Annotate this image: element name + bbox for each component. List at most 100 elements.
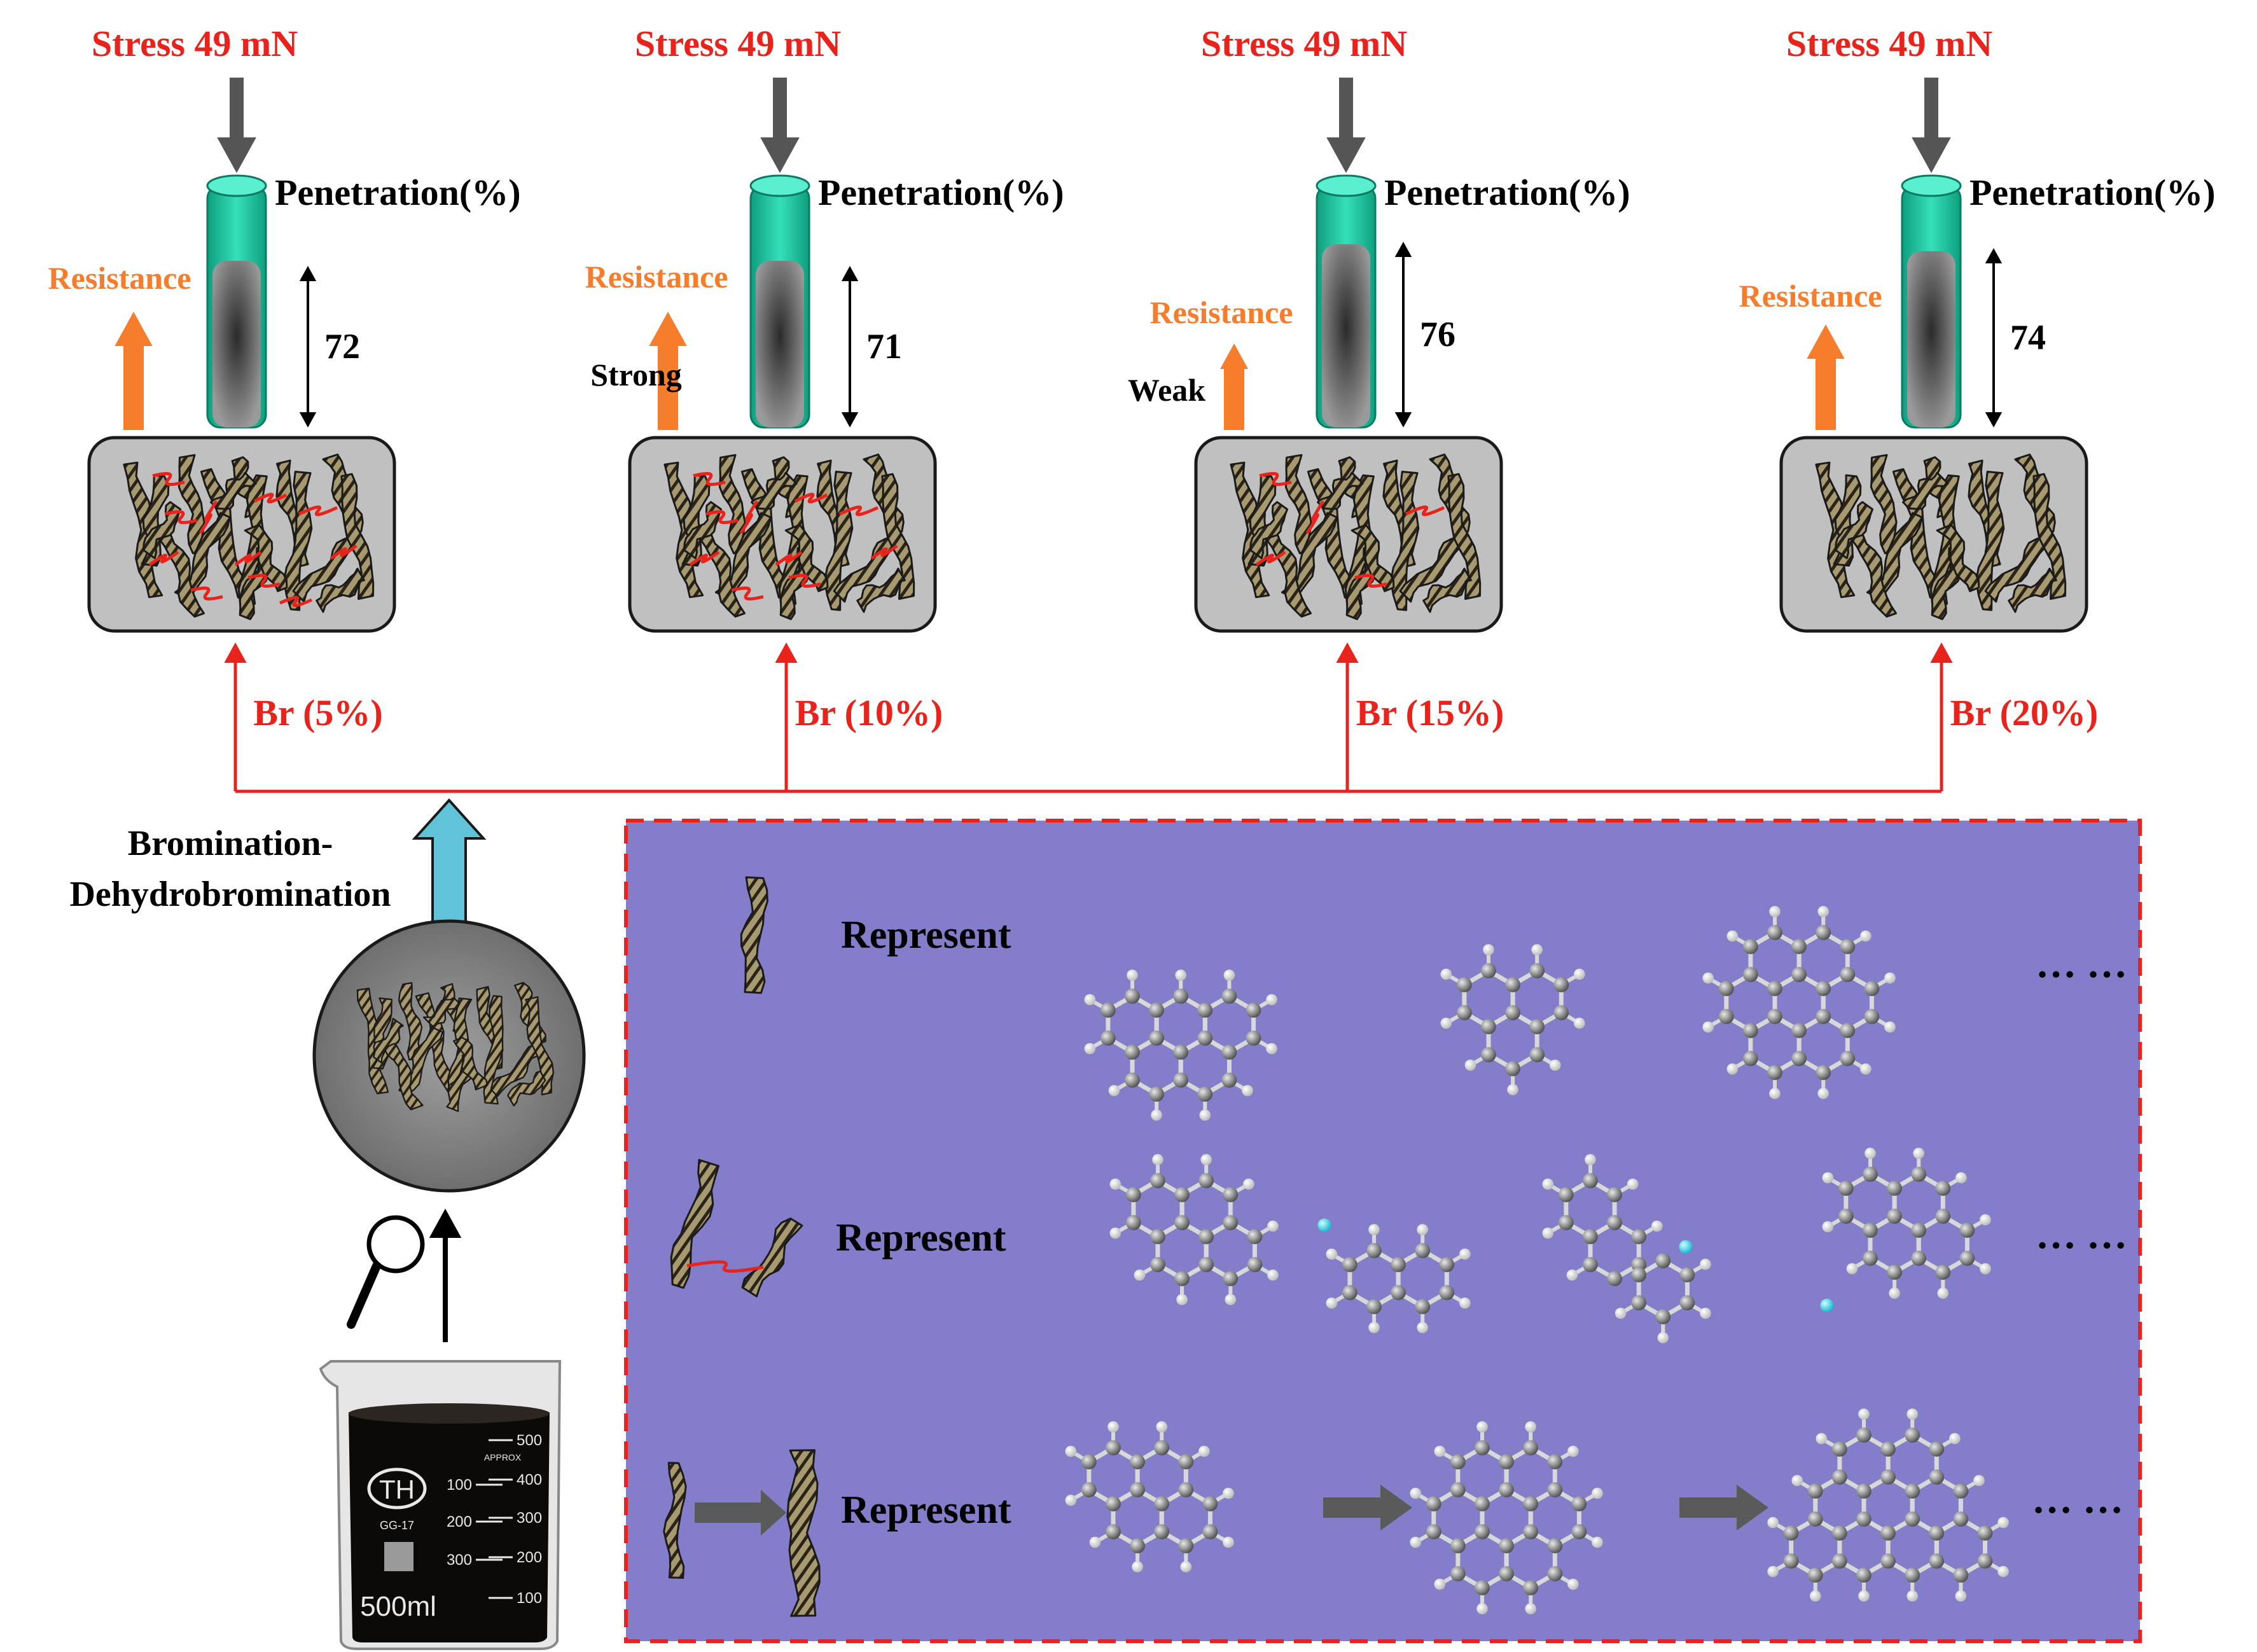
crosslink-bond <box>330 544 358 560</box>
carbon-atom <box>1081 1482 1097 1497</box>
hydrogen-atom <box>1592 1536 1603 1548</box>
carbon-atom <box>1246 1003 1261 1018</box>
carbon-atom <box>1150 1173 1165 1188</box>
resistance-arrow-shaft <box>1816 357 1836 430</box>
molecule-row2-c <box>1542 1154 1711 1343</box>
carbon-atom <box>1523 1524 1539 1539</box>
hydrogen-atom <box>1368 1224 1380 1235</box>
carbon-atom <box>1529 1019 1545 1034</box>
hydrogen-atom <box>1483 944 1494 955</box>
carbon-atom <box>1247 1257 1263 1272</box>
hydrogen-atom <box>1822 1221 1834 1233</box>
carbon-atom <box>1154 1496 1170 1511</box>
hydrogen-atom <box>1858 1590 1870 1602</box>
fiber <box>356 987 389 1095</box>
stress-label: Stress 49 mN <box>635 23 841 64</box>
beaker-icon: THGG-17500mlAPPROX1002003005004003002001… <box>319 1360 562 1650</box>
fiber <box>142 501 182 559</box>
resistance-label: Resistance <box>1739 278 1882 314</box>
hydrogen-atom <box>1791 1475 1803 1487</box>
stress-arrow-head <box>1912 137 1951 173</box>
fiber <box>1815 461 1856 599</box>
carbon-atom <box>1125 989 1140 1004</box>
hydrogen-atom <box>1846 1263 1858 1275</box>
carbon-atom <box>1481 963 1496 978</box>
dimension-arrow-top <box>1394 242 1412 257</box>
molecule-row2-b <box>1326 1224 1471 1333</box>
bromine-branch-arrow <box>775 642 798 663</box>
fiber <box>141 474 170 567</box>
penetration-label: Penetration(%) <box>275 172 521 213</box>
hydrogen-atom <box>1858 1408 1870 1420</box>
hydrogen-atom <box>1980 1214 1991 1226</box>
carbon-atom <box>1450 1566 1466 1581</box>
carbon-atom <box>1547 1454 1563 1469</box>
hydrogen-atom <box>1109 1227 1122 1239</box>
hydrogen-atom <box>1266 994 1277 1006</box>
carbon-atom <box>1679 1267 1695 1282</box>
carbon-atom <box>1583 1229 1598 1244</box>
hydrogen-atom <box>1200 1154 1212 1165</box>
carbon-atom <box>1198 1257 1214 1272</box>
carbon-atom <box>1101 1031 1116 1046</box>
molecule-row1-b <box>1440 944 1585 1095</box>
molecule-row1-c <box>1702 906 1896 1099</box>
carbon-atom <box>1911 1251 1927 1266</box>
carbon-atom <box>1505 1061 1520 1076</box>
carbon-atom <box>1718 981 1734 996</box>
fiber-network <box>1815 454 2067 620</box>
hydrogen-atom <box>1860 1063 1872 1075</box>
carbon-atom <box>1154 1524 1170 1539</box>
stress-label: Stress 49 mN <box>92 23 298 64</box>
carbon-atom <box>1767 1009 1782 1024</box>
carbon-atom <box>1553 1005 1569 1020</box>
resistance-strength-note: Weak <box>1128 372 1205 408</box>
dimension-arrow-top <box>299 266 317 281</box>
carbon-atom <box>1547 1538 1563 1553</box>
carbon-atom <box>1953 1511 1969 1527</box>
hydrogen-atom <box>1822 1172 1834 1184</box>
fiber <box>1866 512 1923 600</box>
bromine-branch-arrow <box>1930 642 1953 663</box>
crosslink-bond <box>152 471 185 487</box>
hydrogen-atom <box>1132 1561 1143 1572</box>
hydrogen-atom <box>1906 1408 1919 1420</box>
beaker-label-patch <box>384 1542 413 1571</box>
beaker-scale-right: 500 <box>517 1432 542 1449</box>
hydrogen-atom <box>1225 1294 1237 1305</box>
bromine-percentage: Br (20%) <box>1950 692 2099 733</box>
stage-3: Stress 49 mNPenetration(%)76ResistanceWe… <box>1128 23 1630 791</box>
beaker-scale-right: 100 <box>517 1590 542 1607</box>
carbon-atom <box>1767 1065 1782 1080</box>
hydrogen-atom <box>1525 1421 1537 1433</box>
carbon-atom <box>1838 1209 1854 1224</box>
hydrogen-atom <box>1180 1561 1192 1572</box>
fiber <box>1936 524 1980 592</box>
carbon-atom <box>1221 989 1237 1004</box>
indenter-top <box>206 174 267 197</box>
hydrogen-atom <box>1531 944 1543 955</box>
hydrogen-atom <box>1816 1433 1828 1445</box>
hydrogen-atom <box>1440 968 1452 980</box>
dimension-arrow-bottom <box>841 412 859 427</box>
carbon-atom <box>1101 1003 1116 1018</box>
hydrogen-atom <box>1065 1445 1077 1457</box>
carbon-atom <box>1125 1045 1140 1060</box>
hydrogen-atom <box>1417 1224 1429 1235</box>
penetration-label: Penetration(%) <box>1384 172 1630 213</box>
carbon-atom <box>1935 1181 1951 1196</box>
hydrogen-atom <box>1767 1565 1779 1578</box>
carbon-atom <box>1935 1209 1951 1224</box>
hydrogen-atom <box>1615 1307 1627 1319</box>
fiber <box>786 1449 821 1617</box>
hydrogen-atom <box>1326 1248 1338 1260</box>
hydrogen-atom <box>1267 1220 1279 1232</box>
bromine-percentage: Br (10%) <box>795 692 943 733</box>
carbon-atom <box>1743 967 1758 982</box>
carbon-atom <box>1631 1229 1647 1244</box>
resistance-arrow-head <box>1807 324 1845 359</box>
indenter-shaft <box>212 261 261 427</box>
carbon-atom <box>1450 1482 1466 1497</box>
fiber <box>2032 473 2067 600</box>
hydrogen-atom <box>1134 1269 1146 1281</box>
